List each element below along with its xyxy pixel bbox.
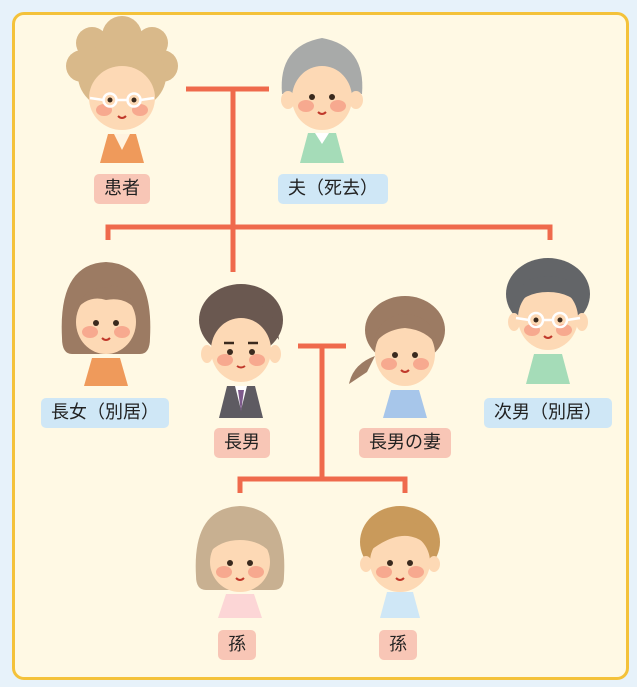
elderly-man-icon <box>281 38 363 163</box>
label-husband: 夫（死去） <box>278 174 388 204</box>
girl-icon <box>195 506 285 618</box>
label-second-son: 次男（別居） <box>484 398 612 428</box>
label-grandchild-1: 孫 <box>218 630 256 660</box>
children-sibling-bar <box>105 224 553 240</box>
boy-icon <box>360 506 440 618</box>
label-grandchild-2: 孫 <box>379 630 417 660</box>
elderly-woman-glasses-icon <box>66 16 178 163</box>
woman-icon <box>61 262 151 386</box>
label-eldest-daughter: 長女（別居） <box>41 398 169 428</box>
label-patient: 患者 <box>94 174 150 204</box>
man-glasses-icon <box>506 258 590 384</box>
woman-ponytail-icon <box>349 296 445 418</box>
man-suit-icon <box>199 284 283 418</box>
label-eldest-son: 長男 <box>214 428 270 458</box>
grandchildren-sibling-bar <box>237 476 408 493</box>
label-eldest-son-wife: 長男の妻 <box>359 428 451 458</box>
